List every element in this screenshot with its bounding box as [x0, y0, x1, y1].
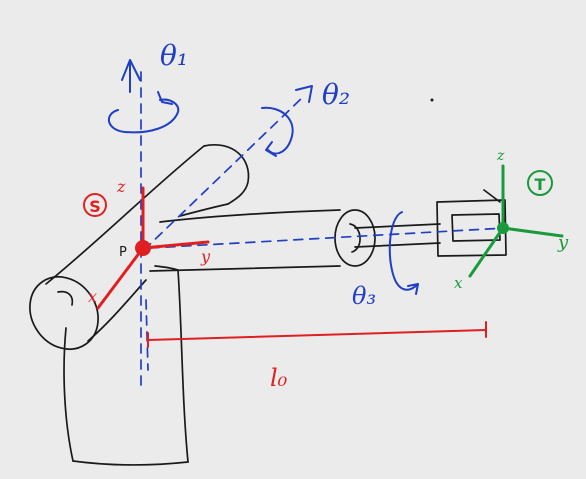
frame-t-label: T — [535, 175, 546, 194]
frame-t-x-label: x — [454, 274, 463, 292]
point-p-label: P — [119, 245, 127, 260]
frame-s-y-label: y — [200, 247, 211, 266]
frame-t-y-label: y — [557, 232, 569, 253]
theta1-label: θ₁ — [160, 39, 188, 72]
forearm-cylinder — [149, 209, 376, 272]
theta2-label: θ₂ — [322, 78, 350, 111]
shoulder-cylinder — [29, 144, 250, 350]
frame-s — [83, 186, 210, 310]
theta3-label: θ₃ — [352, 282, 376, 310]
tool-block — [436, 189, 507, 257]
rotation-arrows — [108, 91, 419, 295]
frame-s-label: S — [89, 197, 101, 216]
base-column — [63, 265, 189, 466]
frame-s-z-label: z — [116, 177, 126, 196]
frame-t — [468, 164, 564, 278]
stray-dot — [430, 98, 434, 102]
dimension-l0 — [147, 321, 487, 348]
joint-axes — [121, 59, 506, 386]
frame-t-z-label: z — [496, 148, 505, 164]
length-label: l₀ — [270, 364, 288, 392]
wrist-shaft — [354, 223, 441, 248]
frame-s-x-label: x — [88, 287, 97, 306]
